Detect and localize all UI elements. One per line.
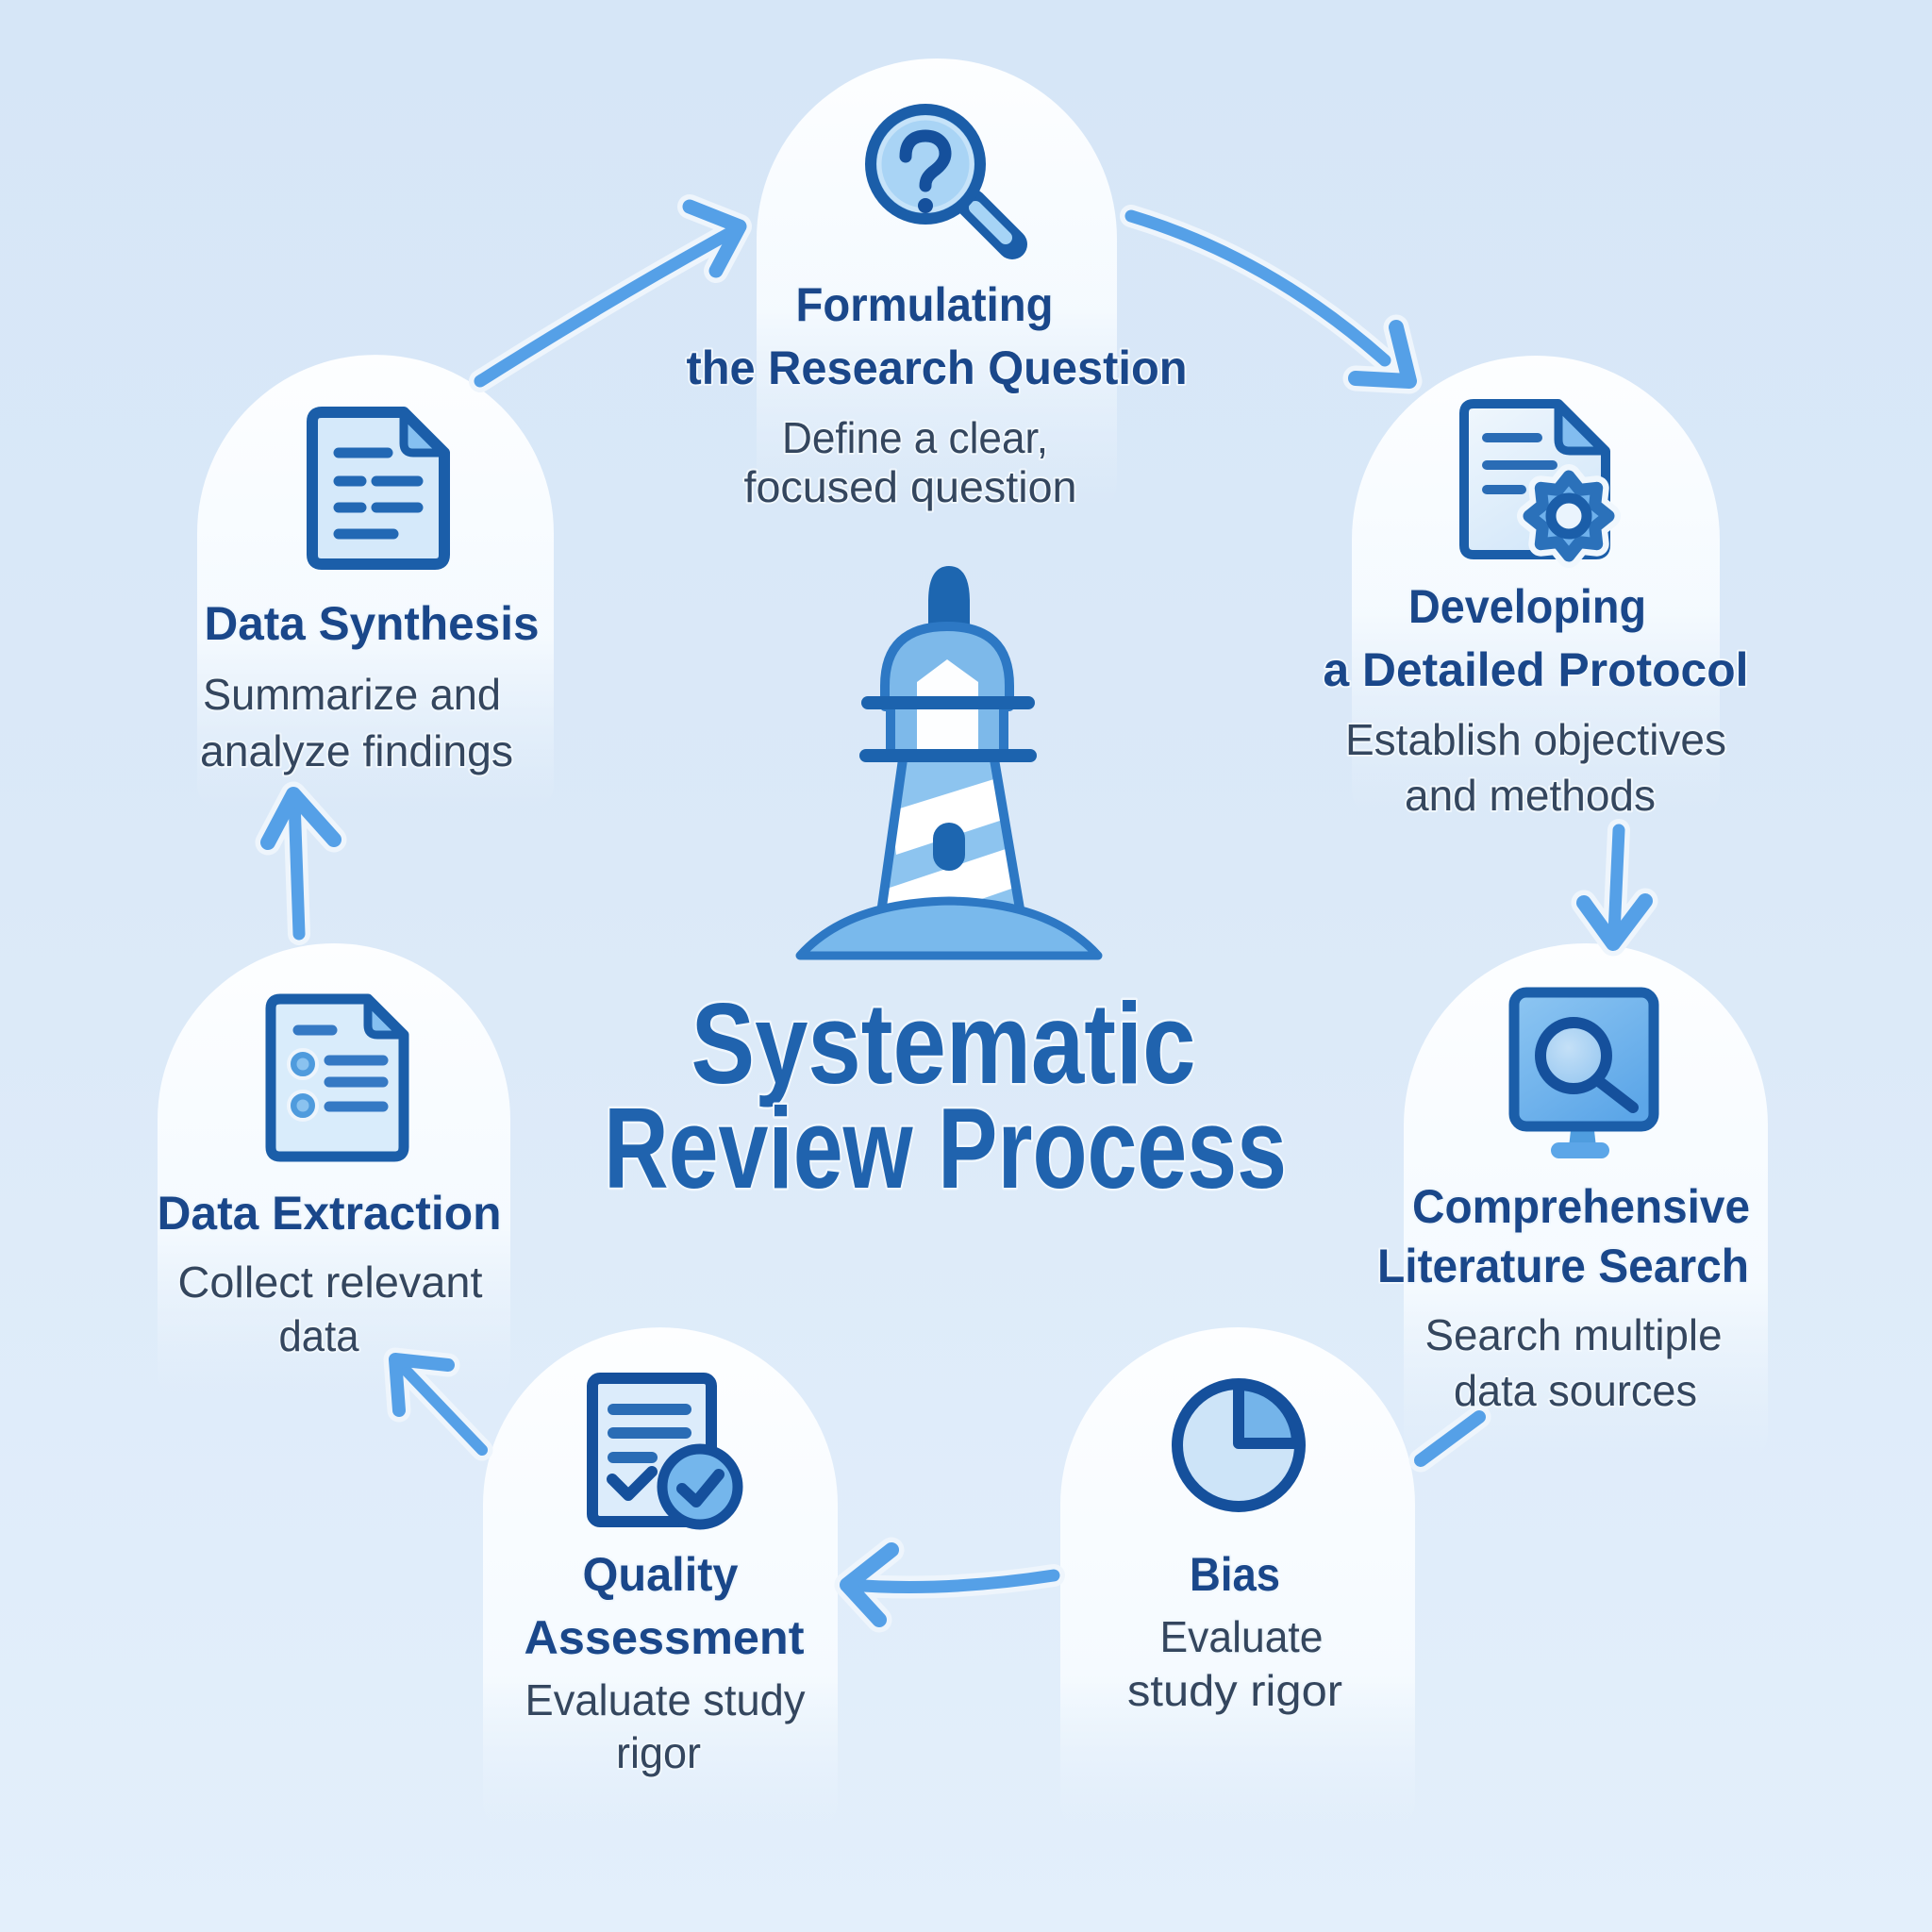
svg-text:Data Extraction: Data Extraction (158, 1187, 502, 1240)
svg-text:data: data (279, 1311, 359, 1360)
svg-text:Assessment: Assessment (525, 1611, 805, 1664)
svg-text:rigor: rigor (616, 1728, 701, 1777)
svg-text:Literature Search: Literature Search (1377, 1240, 1749, 1292)
svg-text:Quality: Quality (583, 1548, 739, 1601)
svg-text:focused question: focused question (744, 462, 1077, 511)
svg-text:analyze findings: analyze findings (200, 726, 513, 775)
svg-text:Comprehensive: Comprehensive (1412, 1180, 1750, 1233)
svg-text:data sources: data sources (1454, 1366, 1697, 1415)
svg-text:Data Synthesis: Data Synthesis (205, 597, 540, 650)
svg-text:Evaluate: Evaluate (1160, 1612, 1324, 1661)
svg-text:Establish objectives: Establish objectives (1345, 715, 1726, 764)
svg-text:Formulating: Formulating (796, 278, 1054, 331)
svg-text:Bias: Bias (1190, 1548, 1280, 1601)
svg-text:Review Process: Review Process (604, 1084, 1287, 1212)
svg-text:a Detailed Protocol: a Detailed Protocol (1324, 643, 1749, 696)
svg-text:Define a clear,: Define a clear, (782, 413, 1048, 462)
svg-text:the Research Question: the Research Question (687, 341, 1188, 394)
svg-text:Developing: Developing (1408, 580, 1646, 633)
svg-text:Evaluate study: Evaluate study (525, 1675, 806, 1724)
svg-text:Summarize and: Summarize and (203, 670, 501, 719)
svg-text:Systematic: Systematic (691, 979, 1196, 1108)
svg-text:Collect relevant: Collect relevant (178, 1257, 483, 1307)
svg-text:and methods: and methods (1405, 771, 1656, 820)
svg-text:Search multiple: Search multiple (1425, 1310, 1723, 1359)
svg-text:study rigor: study rigor (1127, 1666, 1342, 1715)
